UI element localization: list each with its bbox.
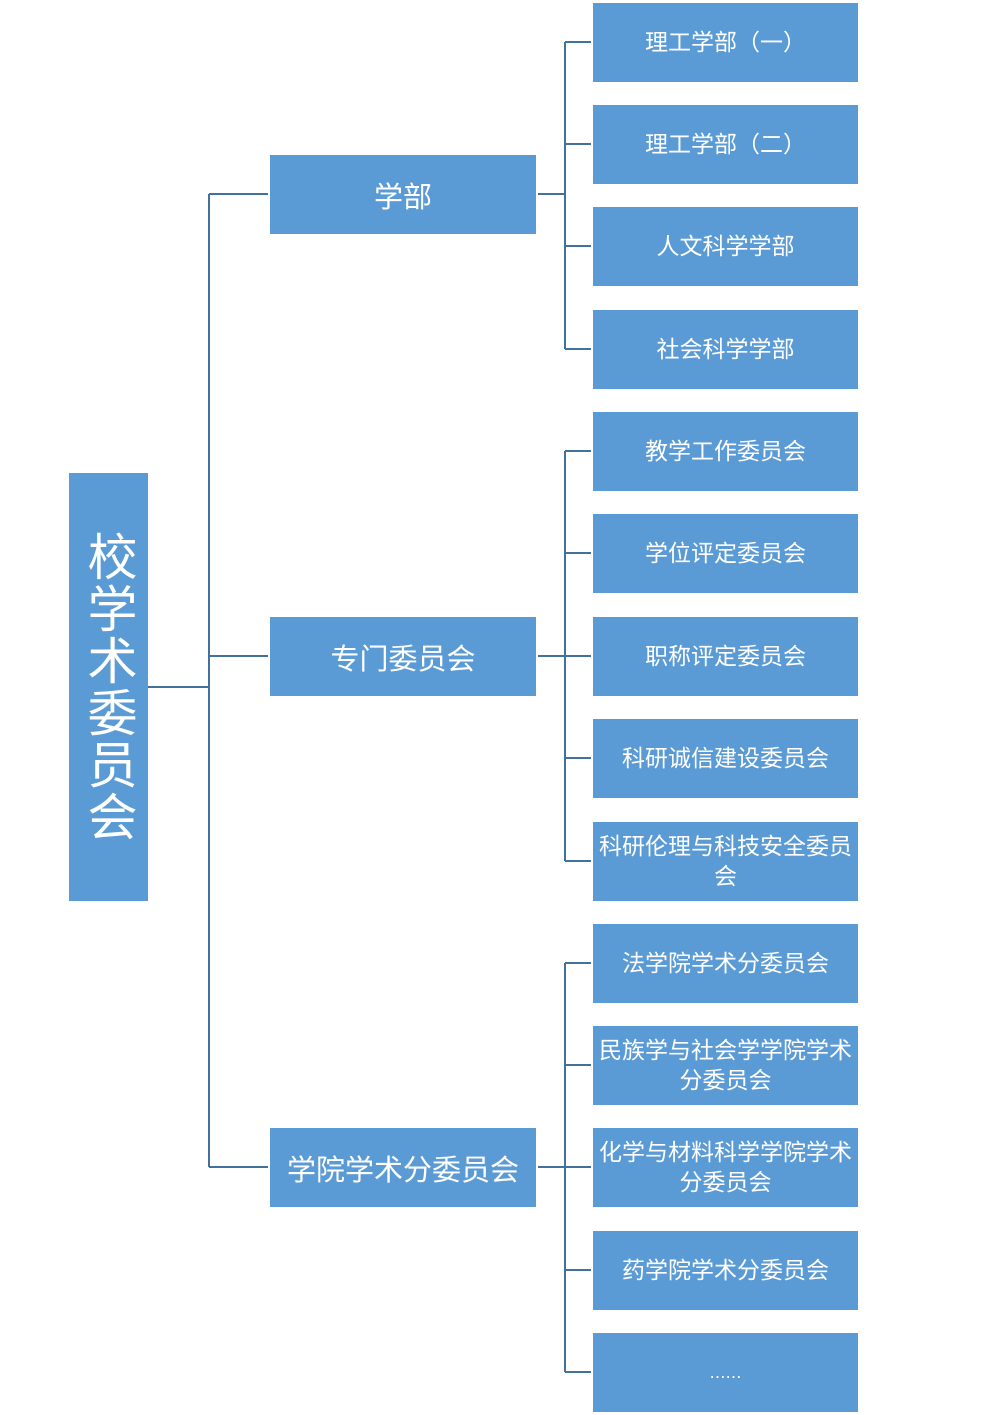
- leaf-node: 法学院学术分委员会: [593, 924, 858, 1003]
- leaf-node: 教学工作委员会: [593, 412, 858, 491]
- leaf-node: 科研伦理与科技安全委员会: [593, 822, 858, 901]
- leaf-node-label: 化学与材料科学学院学术分委员会: [599, 1139, 852, 1196]
- leaf-node: 民族学与社会学学院学术分委员会: [593, 1026, 858, 1105]
- leaf-node: 社会科学学部: [593, 310, 858, 389]
- leaf-node-label: 社会科学学部: [656, 336, 795, 363]
- leaf-node-label: 教学工作委员会: [645, 438, 806, 465]
- branch-node-label: 专门委员会: [330, 641, 476, 676]
- leaf-node: 理工学部（二）: [593, 105, 858, 184]
- leaf-node-label: 理工学部（二）: [645, 131, 806, 158]
- leaf-node-label: 科研伦理与科技安全委员会: [599, 833, 852, 890]
- leaf-node-label: 理工学部（一）: [645, 29, 806, 56]
- leaf-node-label: 药学院学术分委员会: [622, 1257, 829, 1284]
- root-node: 校学术委员会: [69, 473, 148, 901]
- branch-node-label: 学部: [373, 179, 432, 214]
- branch-node-label: 学院学术分委员会: [286, 1152, 519, 1187]
- leaf-node-label: ……: [709, 1362, 742, 1382]
- leaf-node: 人文科学学部: [593, 207, 858, 286]
- leaf-node-label: 学位评定委员会: [645, 540, 806, 567]
- leaf-node: 职称评定委员会: [593, 617, 858, 696]
- leaf-node-label: 民族学与社会学学院学术分委员会: [599, 1037, 852, 1094]
- branch-node-xueyuan: 学院学术分委员会: [270, 1128, 536, 1207]
- leaf-node: 学位评定委员会: [593, 514, 858, 593]
- branch-node-xuebu: 学部: [270, 155, 536, 234]
- root-node-label: 校学术委员会: [79, 531, 138, 843]
- leaf-node: 化学与材料科学学院学术分委员会: [593, 1128, 858, 1207]
- branch-node-zhuanmen: 专门委员会: [270, 617, 536, 696]
- leaf-node-label: 科研诚信建设委员会: [622, 745, 829, 772]
- leaf-node-label: 职称评定委员会: [645, 643, 806, 670]
- leaf-node-ellipsis: ……: [593, 1333, 858, 1412]
- leaf-node: 理工学部（一）: [593, 3, 858, 82]
- leaf-node: 科研诚信建设委员会: [593, 719, 858, 798]
- leaf-node-label: 人文科学学部: [656, 233, 795, 260]
- leaf-node-label: 法学院学术分委员会: [622, 950, 829, 977]
- leaf-node: 药学院学术分委员会: [593, 1231, 858, 1310]
